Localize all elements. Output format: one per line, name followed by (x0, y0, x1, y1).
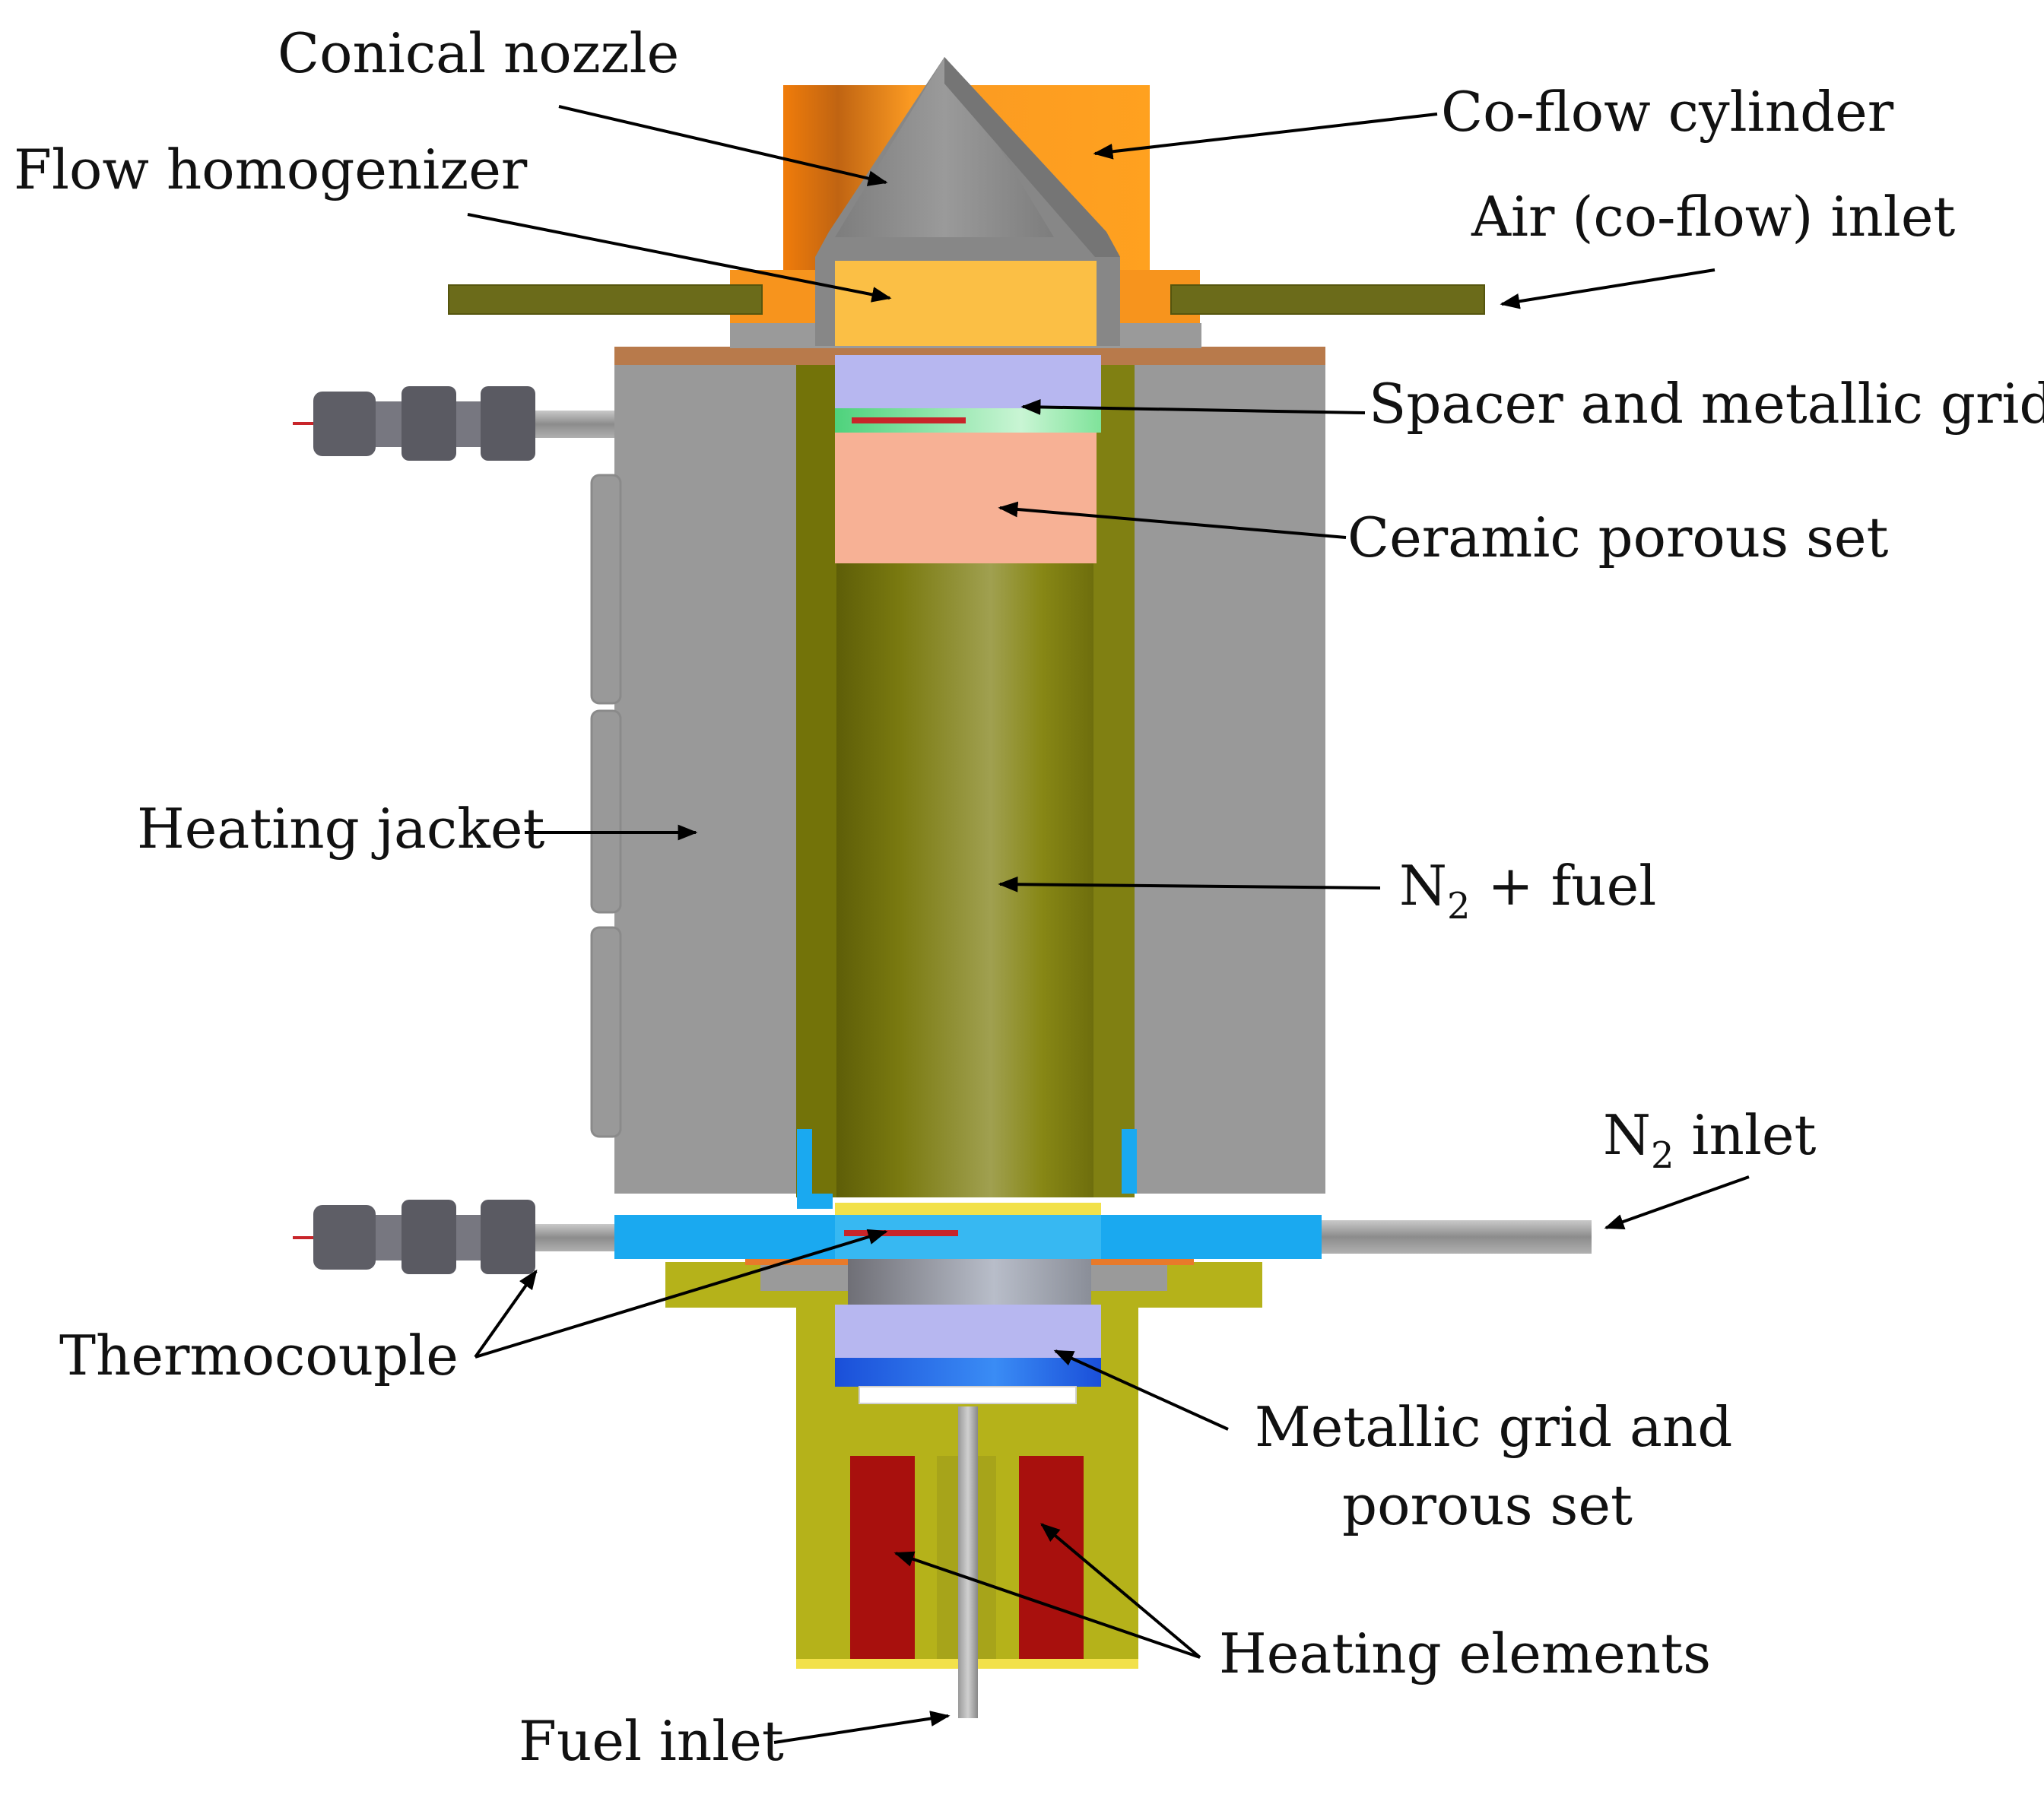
label-metallic-grid-line1: Metallic grid and (1255, 1395, 1732, 1459)
lower-cylinder (848, 1259, 1091, 1305)
label-flow-homogenizer: Flow homogenizer (14, 138, 528, 201)
label-n2-inlet-prefix: N (1603, 1103, 1651, 1167)
label-n2-inlet-subscript: 2 (1651, 1134, 1674, 1177)
label-heating-jacket: Heating jacket (137, 797, 544, 861)
thermocouple-top (293, 386, 614, 461)
label-ceramic-porous: Ceramic porous set (1347, 506, 1889, 569)
air-inlet-tubes (448, 284, 1485, 315)
label-metallic-grid-line2: porous set (1342, 1473, 1633, 1537)
label-air-inlet: Air (co-flow) inlet (1471, 185, 1955, 249)
label-thermocouple: Thermocouple (59, 1324, 459, 1387)
fuel-inlet-rod (958, 1406, 978, 1718)
label-n2-fuel-prefix: N (1399, 854, 1447, 918)
label-heating-elements: Heating elements (1219, 1622, 1711, 1685)
label-n2-fuel-subscript: 2 (1447, 885, 1471, 928)
lower-grid-porous (835, 1305, 1101, 1404)
label-n2-fuel: N2 + fuel (1399, 854, 1656, 928)
label-n2-inlet: N2 inlet (1603, 1103, 1816, 1177)
flow-homogenizer (835, 261, 1097, 346)
leader-arrows (467, 105, 1750, 1744)
thermocouple-bottom (293, 1200, 614, 1274)
n2-manifold (614, 1129, 1322, 1259)
label-conical-nozzle: Conical nozzle (278, 21, 679, 85)
label-co-flow-cylinder: Co-flow cylinder (1441, 80, 1894, 144)
label-n2-inlet-suffix: inlet (1674, 1103, 1817, 1167)
spacer-and-grid (835, 355, 1101, 433)
n2-inlet-tube (1322, 1220, 1592, 1254)
label-spacer-grid: Spacer and metallic grid (1369, 372, 2044, 436)
ceramic-porous-set (835, 433, 1097, 563)
label-fuel-inlet: Fuel inlet (519, 1709, 784, 1773)
label-n2-fuel-suffix: + fuel (1471, 854, 1657, 918)
